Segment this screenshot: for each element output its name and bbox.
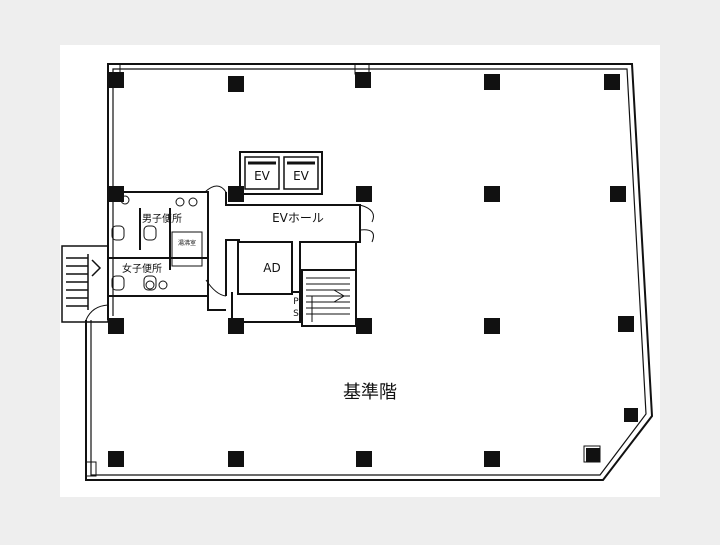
column (108, 318, 124, 334)
columns (108, 72, 638, 467)
column (228, 451, 244, 467)
elevator-label-2: EV (293, 169, 310, 183)
column (484, 318, 500, 334)
column (108, 72, 124, 88)
elevator-label-1: EV (254, 169, 271, 183)
elevator-car-2 (283, 156, 319, 190)
womens-restroom-label: 女子便所 (122, 262, 162, 275)
column (356, 186, 372, 202)
elevator-shaft (239, 151, 323, 195)
column (356, 318, 372, 334)
column (108, 186, 124, 202)
column (356, 451, 372, 467)
column (108, 451, 124, 467)
column (355, 72, 371, 88)
door-swings (85, 185, 374, 321)
ad-room-label: AD (263, 261, 280, 275)
left-stair (61, 245, 109, 323)
column (610, 186, 626, 202)
column (484, 74, 500, 90)
ps-label-bottom: S (293, 309, 299, 319)
floor-title: 基準階 (343, 382, 397, 403)
paper-background (60, 45, 660, 497)
storage-label: 湯沸室 (178, 239, 196, 247)
column (228, 186, 244, 202)
column (618, 316, 634, 332)
column (586, 448, 600, 462)
column (604, 74, 620, 90)
column (228, 318, 244, 334)
column (228, 76, 244, 92)
column (624, 408, 638, 422)
ps-label-top: P (293, 297, 299, 307)
elevator-car-1 (244, 156, 280, 190)
elevator-group: EV EV (239, 151, 323, 195)
column (484, 186, 500, 202)
ev-hall-label: EVホール (272, 211, 324, 225)
core-stair (306, 277, 350, 322)
column (484, 451, 500, 467)
mens-restroom-label: 男子便所 (142, 212, 182, 225)
